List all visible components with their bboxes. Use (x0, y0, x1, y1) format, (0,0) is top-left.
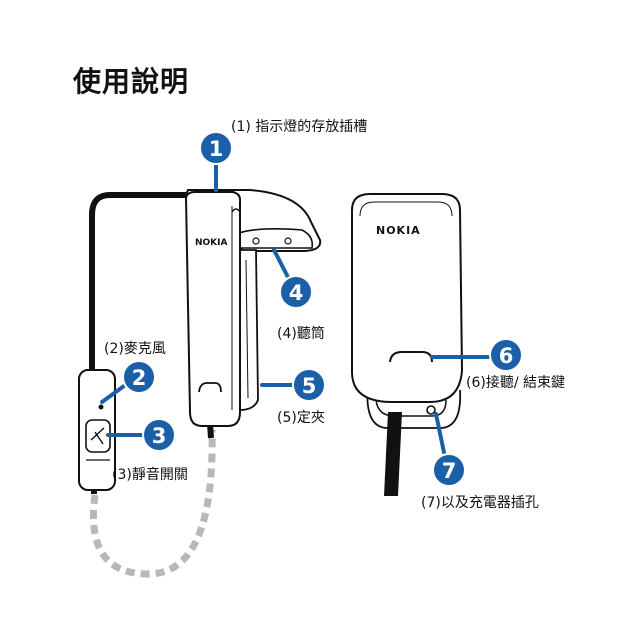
leader-line-2 (100, 384, 126, 404)
cradle-brand-logo: NOKIA (376, 224, 421, 237)
charger-port[interactable] (426, 405, 436, 415)
label-earpiece: (4)聽筒 (277, 326, 325, 342)
callout-badge-4: 4 (279, 275, 313, 309)
svg-text:6: 6 (499, 344, 514, 368)
indicator-slot (231, 208, 241, 213)
cradle-body (351, 193, 464, 403)
clip-groove (245, 259, 249, 399)
microphone-hole (98, 404, 104, 410)
callout-badge-5: 5 (292, 368, 326, 402)
label-mute-switch: (3)靜音開關 (112, 467, 188, 483)
svg-text:5: 5 (302, 374, 317, 398)
cradle-bottom-opening (375, 399, 447, 417)
headset-body (184, 191, 242, 427)
callout-badge-3: 3 (142, 418, 176, 452)
headset-small-button[interactable] (198, 382, 222, 393)
label-charger-port: (7)以及充電器插孔 (421, 495, 539, 511)
label-indicator-slot: (1) 指示燈的存放插槽 (231, 119, 368, 135)
svg-text:1: 1 (209, 137, 224, 161)
callout-badge-6: 6 (489, 338, 523, 372)
headset-brand-logo: NOKIA (195, 238, 228, 248)
svg-text:7: 7 (442, 459, 457, 483)
page-title: 使用說明 (73, 65, 190, 98)
earpiece-hole-b (284, 237, 292, 245)
label-answer-end-key: (6)接聽/ 結束鍵 (466, 375, 565, 391)
svg-text:4: 4 (289, 281, 304, 305)
earpiece-hole-a (252, 237, 260, 245)
mute-switch-icon (90, 427, 105, 445)
callout-badge-1: 1 (199, 131, 233, 165)
callout-badge-7: 7 (432, 453, 466, 487)
svg-text:3: 3 (152, 424, 167, 448)
earpiece-speaker (230, 228, 314, 249)
cable-dashed-loop (89, 429, 216, 578)
svg-text:2: 2 (132, 366, 147, 390)
label-microphone: (2)麥克風 (104, 341, 166, 357)
callout-badge-2: 2 (122, 360, 156, 394)
cradle-cable (384, 412, 402, 496)
label-clip: (5)定夾 (277, 410, 325, 426)
cradle-inner-edge (359, 201, 453, 217)
headset-cable (89, 192, 189, 375)
